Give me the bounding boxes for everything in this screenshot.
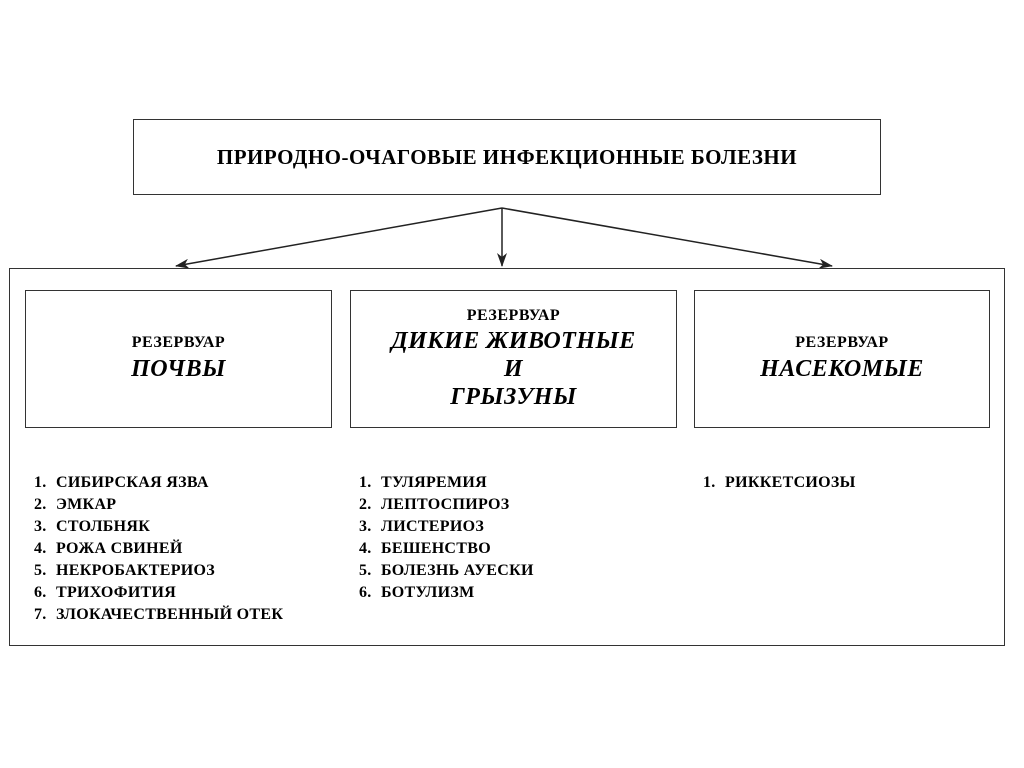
list-item-text: РОЖА СВИНЕЙ	[56, 540, 183, 557]
reservoir-name: НАСЕКОМЫЕ	[760, 356, 924, 382]
list-item-text: ЛЕПТОСПИРОЗ	[381, 496, 510, 513]
arrow-to-soil	[175, 207, 503, 269]
list-item: 7. ЗЛОКАЧЕСТВЕННЫЙ ОТЕК	[34, 604, 283, 626]
disease-list-soil: 1. СИБИРСКАЯ ЯЗВА 2. ЭМКАР 3. СТОЛБНЯК 4. РО…	[34, 472, 283, 626]
list-item-text: БЕШЕНСТВО	[381, 540, 491, 557]
list-item-text: ЛИСТЕРИОЗ	[381, 518, 485, 535]
list-item-number: 1.	[359, 474, 372, 491]
list-item-text: БОЛЕЗНЬ АУЕСКИ	[381, 562, 534, 579]
disease-list-animals: 1. ТУЛЯРЕМИЯ 2. ЛЕПТОСПИРОЗ 3. ЛИСТЕРИОЗ 4.…	[359, 472, 534, 604]
list-item: 3. ЛИСТЕРИОЗ	[359, 516, 534, 538]
list-item-number: 3.	[359, 518, 372, 535]
list-item-text: НЕКРОБАКТЕРИОЗ	[56, 562, 216, 579]
list-item-number: 2.	[34, 496, 47, 513]
list-item: 1. ТУЛЯРЕМИЯ	[359, 472, 534, 494]
list-item-number: 1.	[703, 474, 716, 491]
list-item-text: СТОЛБНЯК	[56, 518, 151, 535]
reservoir-box-insects: РЕЗЕРВУАР НАСЕКОМЫЕ	[694, 290, 990, 428]
list-item-number: 6.	[34, 584, 47, 601]
list-item-text: ЗЛОКАЧЕСТВЕННЫЙ ОТЕК	[56, 606, 284, 623]
list-item-text: ТРИХОФИТИЯ	[56, 584, 177, 601]
list-item: 6. ТРИХОФИТИЯ	[34, 582, 283, 604]
list-item: 2. ЭМКАР	[34, 494, 283, 516]
list-item: 5. НЕКРОБАКТЕРИОЗ	[34, 560, 283, 582]
reservoir-label: РЕЗЕРВУАР	[466, 307, 561, 324]
list-item-number: 1.	[34, 474, 47, 491]
list-item-number: 3.	[34, 518, 47, 535]
list-item-number: 4.	[359, 540, 372, 557]
reservoir-name-line: ДИКИЕ ЖИВОТНЫЕ	[391, 328, 636, 354]
reservoir-label: РЕЗЕРВУАР	[131, 334, 226, 351]
list-item-number: 5.	[359, 562, 372, 579]
arrow-to-insects	[501, 207, 833, 269]
list-item-number: 5.	[34, 562, 47, 579]
title-box: ПРИРОДНО-ОЧАГОВЫЕ ИНФЕКЦИОННЫЕ БОЛЕЗНИ	[133, 119, 881, 195]
list-item-number: 7.	[34, 606, 47, 623]
list-item-number: 4.	[34, 540, 47, 557]
list-item-text: ЭМКАР	[56, 496, 117, 513]
list-item-number: 6.	[359, 584, 372, 601]
list-item: 4. БЕШЕНСТВО	[359, 538, 534, 560]
list-item: 1. РИККЕТСИОЗЫ	[703, 472, 856, 494]
list-item: 4. РОЖА СВИНЕЙ	[34, 538, 283, 560]
list-item: 2. ЛЕПТОСПИРОЗ	[359, 494, 534, 516]
list-item-text: РИККЕТСИОЗЫ	[725, 474, 856, 491]
list-item-text: ТУЛЯРЕМИЯ	[381, 474, 488, 491]
list-item-number: 2.	[359, 496, 372, 513]
reservoir-box-soil: РЕЗЕРВУАР ПОЧВЫ	[25, 290, 332, 428]
reservoir-box-animals: РЕЗЕРВУАР ДИКИЕ ЖИВОТНЫЕ И ГРЫЗУНЫ	[350, 290, 677, 428]
list-item: 3. СТОЛБНЯК	[34, 516, 283, 538]
list-item-text: БОТУЛИЗМ	[381, 584, 475, 601]
list-item: 1. СИБИРСКАЯ ЯЗВА	[34, 472, 283, 494]
list-item-text: СИБИРСКАЯ ЯЗВА	[56, 474, 209, 491]
list-item: 5. БОЛЕЗНЬ АУЕСКИ	[359, 560, 534, 582]
reservoir-label: РЕЗЕРВУАР	[795, 334, 889, 351]
disease-list-insects: 1. РИККЕТСИОЗЫ	[703, 472, 856, 494]
diagram-title: ПРИРОДНО-ОЧАГОВЫЕ ИНФЕКЦИОННЫЕ БОЛЕЗНИ	[216, 144, 798, 169]
reservoir-name: ПОЧВЫ	[131, 356, 226, 382]
reservoir-name-line: ГРЫЗУНЫ	[450, 384, 577, 410]
list-item: 6. БОТУЛИЗМ	[359, 582, 534, 604]
reservoir-name-line: И	[503, 356, 524, 382]
